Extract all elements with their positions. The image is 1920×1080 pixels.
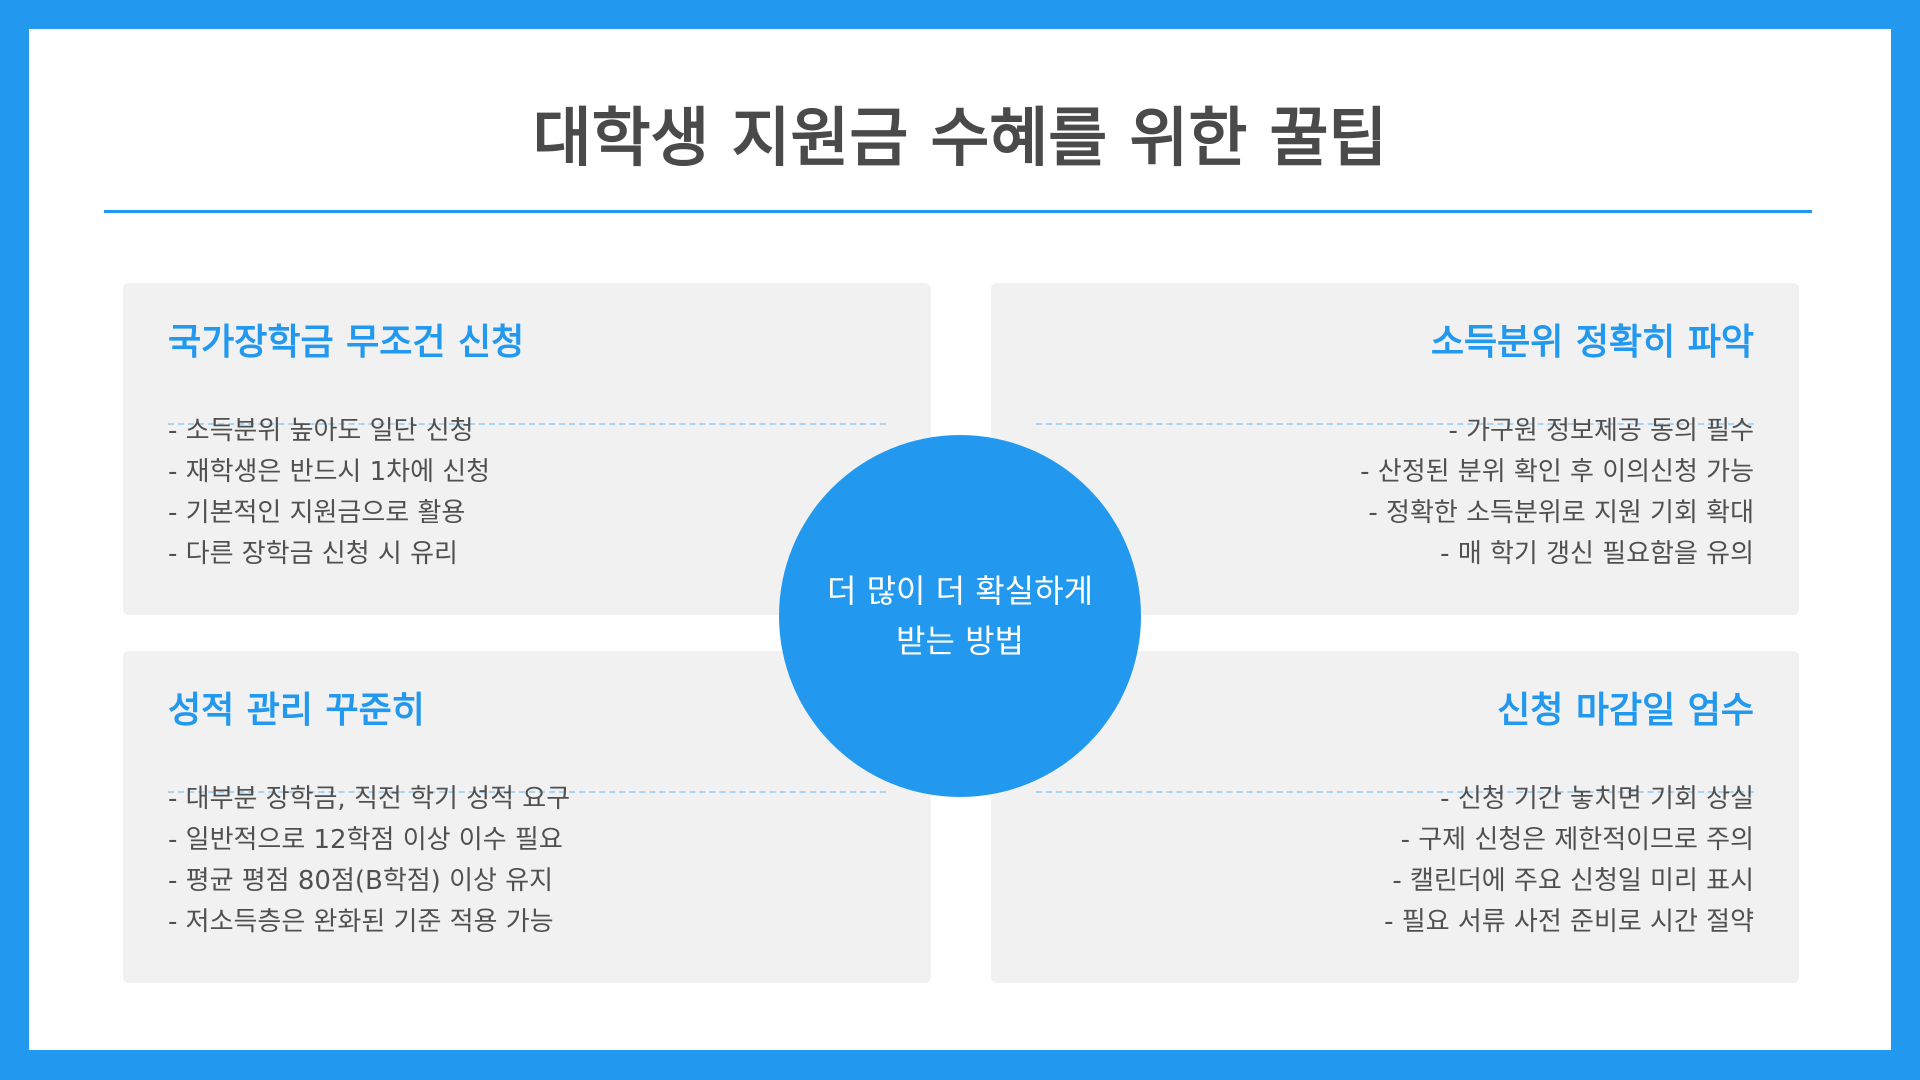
slide: 대학생 지원금 수혜를 위한 꿀팁 국가장학금 무조건 신청 - 소득분위 높아… (29, 29, 1891, 1050)
card-divider (1036, 791, 1754, 793)
card-title: 성적 관리 꾸준히 (168, 690, 425, 731)
card-list: - 가구원 정보제공 동의 필수 - 산정된 분위 확인 후 이의신청 가능 -… (1360, 411, 1754, 575)
title-divider (104, 210, 1812, 213)
list-item: - 산정된 분위 확인 후 이의신청 가능 (1360, 457, 1754, 487)
list-item: - 대부분 장학금, 직전 학기 성적 요구 (168, 784, 571, 814)
card-list: - 소득분위 높아도 일단 신청 - 재학생은 반드시 1차에 신청 - 기본적… (168, 411, 490, 575)
page-title: 대학생 지원금 수혜를 위한 꿀팁 (532, 102, 1388, 176)
center-text-line: 더 많이 더 확실하게 (826, 572, 1094, 610)
list-item: - 필요 서류 사전 준비로 시간 절약 (1384, 907, 1754, 937)
card-grade-management: 성적 관리 꾸준히 - 대부분 장학금, 직전 학기 성적 요구 - 일반적으로… (123, 651, 931, 983)
card-divider (1036, 423, 1754, 425)
card-title: 국가장학금 무조건 신청 (168, 322, 525, 363)
card-national-scholarship: 국가장학금 무조건 신청 - 소득분위 높아도 일단 신청 - 재학생은 반드시… (123, 283, 931, 615)
list-item: - 기본적인 지원금으로 활용 (168, 498, 466, 528)
list-item: - 소득분위 높아도 일단 신청 (168, 416, 474, 446)
list-item: - 재학생은 반드시 1차에 신청 (168, 457, 491, 487)
list-item: - 가구원 정보제공 동의 필수 (1448, 416, 1754, 446)
card-title: 신청 마감일 엄수 (1497, 690, 1754, 731)
card-list: - 신청 기간 놓치면 기회 상실 - 구제 신청은 제한적이므로 주의 - 캘… (1384, 779, 1754, 943)
card-income-bracket: 소득분위 정확히 파악 - 가구원 정보제공 동의 필수 - 산정된 분위 확인… (991, 283, 1799, 615)
list-item: - 다른 장학금 신청 시 유리 (168, 539, 458, 569)
center-circle: 더 많이 더 확실하게 받는 방법 (779, 435, 1141, 797)
list-item: - 평균 평점 80점(B학점) 이상 유지 (168, 866, 554, 896)
card-divider (168, 423, 886, 425)
list-item: - 캘린더에 주요 신청일 미리 표시 (1392, 866, 1754, 896)
card-title: 소득분위 정확히 파악 (1430, 322, 1754, 363)
list-item: - 일반적으로 12학점 이상 이수 필요 (168, 825, 563, 855)
list-item: - 정확한 소득분위로 지원 기회 확대 (1368, 498, 1754, 528)
list-item: - 신청 기간 놓치면 기회 상실 (1440, 784, 1754, 814)
list-item: - 구제 신청은 제한적이므로 주의 (1400, 825, 1754, 855)
card-deadline: 신청 마감일 엄수 - 신청 기간 놓치면 기회 상실 - 구제 신청은 제한적… (991, 651, 1799, 983)
card-divider (168, 791, 886, 793)
card-list: - 대부분 장학금, 직전 학기 성적 요구 - 일반적으로 12학점 이상 이… (168, 779, 570, 943)
list-item: - 저소득층은 완화된 기준 적용 가능 (168, 907, 554, 937)
list-item: - 매 학기 갱신 필요함을 유의 (1440, 539, 1754, 569)
center-text-line: 받는 방법 (896, 622, 1024, 660)
